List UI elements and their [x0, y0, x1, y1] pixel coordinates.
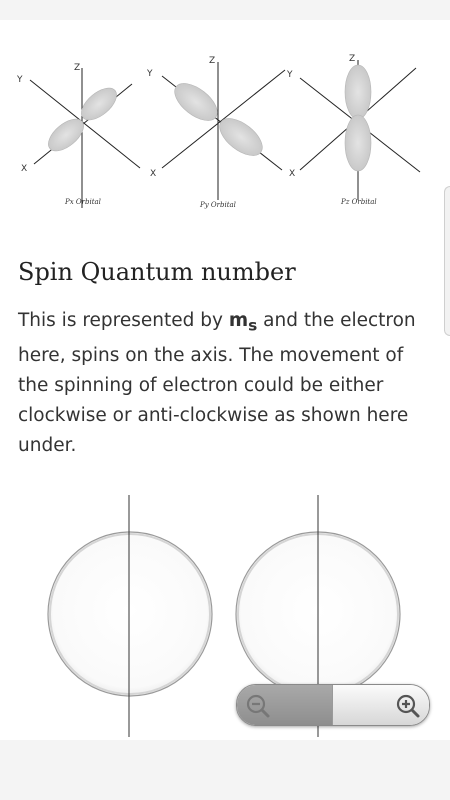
- px-caption: Px Orbital: [64, 198, 101, 206]
- top-strip: [0, 0, 450, 20]
- ms-symbol: ms: [228, 310, 258, 335]
- pz-orbital: Z Y X Pz Orbital: [286, 54, 421, 206]
- py-caption: Py Orbital: [199, 201, 236, 209]
- spin-sphere-right: [235, 495, 401, 737]
- zoom-out-button[interactable]: [237, 685, 332, 725]
- zoom-out-icon: [246, 694, 270, 718]
- pz-z-label: Z: [349, 54, 355, 64]
- px-x-label: X: [21, 164, 27, 174]
- px-orbital: Z Y X Px Orbital: [16, 63, 141, 208]
- py-z-label: Z: [209, 56, 215, 66]
- spin-sphere-left: [47, 495, 213, 737]
- zoom-in-button[interactable]: [332, 685, 429, 725]
- page-scroll-handle[interactable]: [444, 186, 450, 336]
- p-orbitals-figure: Z Y X Px Orbital Z Y X Py Orbital Z Y: [0, 40, 450, 220]
- bottom-strip: [0, 740, 450, 800]
- section-body: This is represented by ms and the electr…: [18, 306, 430, 461]
- pz-x-label: X: [289, 169, 295, 179]
- zoom-control: [236, 684, 430, 726]
- py-y-label: Y: [146, 69, 153, 79]
- py-orbital: Z Y X Py Orbital: [146, 56, 286, 209]
- zoom-in-icon: [396, 694, 420, 718]
- section-title: Spin Quantum number: [18, 258, 296, 286]
- py-x-label: X: [150, 169, 156, 179]
- body-text-before: This is represented by: [18, 310, 229, 331]
- body-text-after: and the electron here, spins on the axis…: [18, 310, 416, 456]
- px-y-label: Y: [16, 75, 23, 85]
- px-z-label: Z: [74, 63, 80, 73]
- pz-y-label: Y: [286, 70, 293, 80]
- pz-caption: Pz Orbital: [340, 198, 377, 206]
- electron-spin-figure: [0, 490, 450, 740]
